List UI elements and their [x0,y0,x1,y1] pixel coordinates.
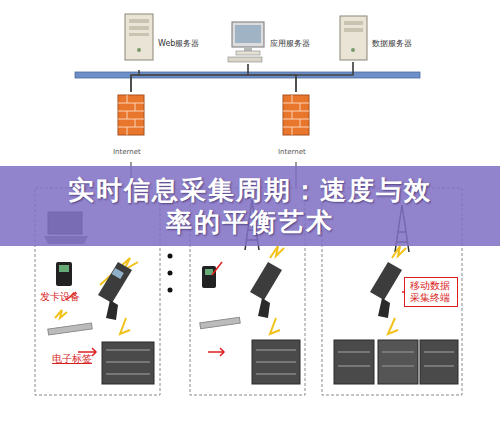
firewall-icon [118,95,144,135]
node-label: Web服务器 [158,38,199,49]
wireless-bolt [55,310,67,318]
network-link [131,62,353,92]
card-reader-icon [202,266,216,288]
card-reader-icon [56,262,72,286]
device-label: 发卡设备 [38,290,88,304]
server-node: 应用服务器 [226,18,330,64]
network-link [296,62,353,92]
equipment-photo [378,340,418,384]
node-label: Internet [278,148,306,156]
ellipsis-dot [168,271,173,276]
tag-label: 电子标签 [50,352,100,367]
equipment-photo [334,340,374,384]
firewall-node: Internet [274,92,318,162]
firewall-icon [283,95,309,135]
data-server-icon [340,16,367,60]
network-link [131,64,248,92]
title-text: 实时信息采集周期：速度与效率的平衡艺术 [60,174,440,238]
server-node: Web服务器 [120,12,218,70]
app-server-icon [228,22,264,62]
handheld-terminal [370,262,402,318]
ellipsis-dot [168,254,173,259]
wireless-bolt [120,318,130,334]
terminal-label: 移动数据 采集终端 [404,277,458,307]
network-bus [75,72,420,78]
equipment-photo [252,340,300,384]
ellipsis-dot [168,288,173,293]
network-link [131,70,139,92]
node-label: 发卡设备 [40,290,80,304]
network-link [248,64,296,92]
node-label: 数据服务器 [372,38,412,49]
equipment-photo [102,342,154,384]
web-server-icon [125,14,153,60]
rfid-tag [48,323,92,335]
firewall-node: Internet [109,92,153,162]
server-node: 数据服务器 [336,14,436,62]
handheld-terminal [98,262,132,320]
red-arrow [212,262,222,275]
node-label: 电子标签 [52,352,92,366]
network-link [139,70,296,92]
title-banner: 实时信息采集周期：速度与效率的平衡艺术 [0,166,500,246]
node-label: 应用服务器 [270,38,310,49]
handheld-terminal [250,262,282,318]
node-label: Internet [113,148,141,156]
node-label: 移动数据 采集终端 [408,280,452,304]
equipment-photo [420,340,458,384]
